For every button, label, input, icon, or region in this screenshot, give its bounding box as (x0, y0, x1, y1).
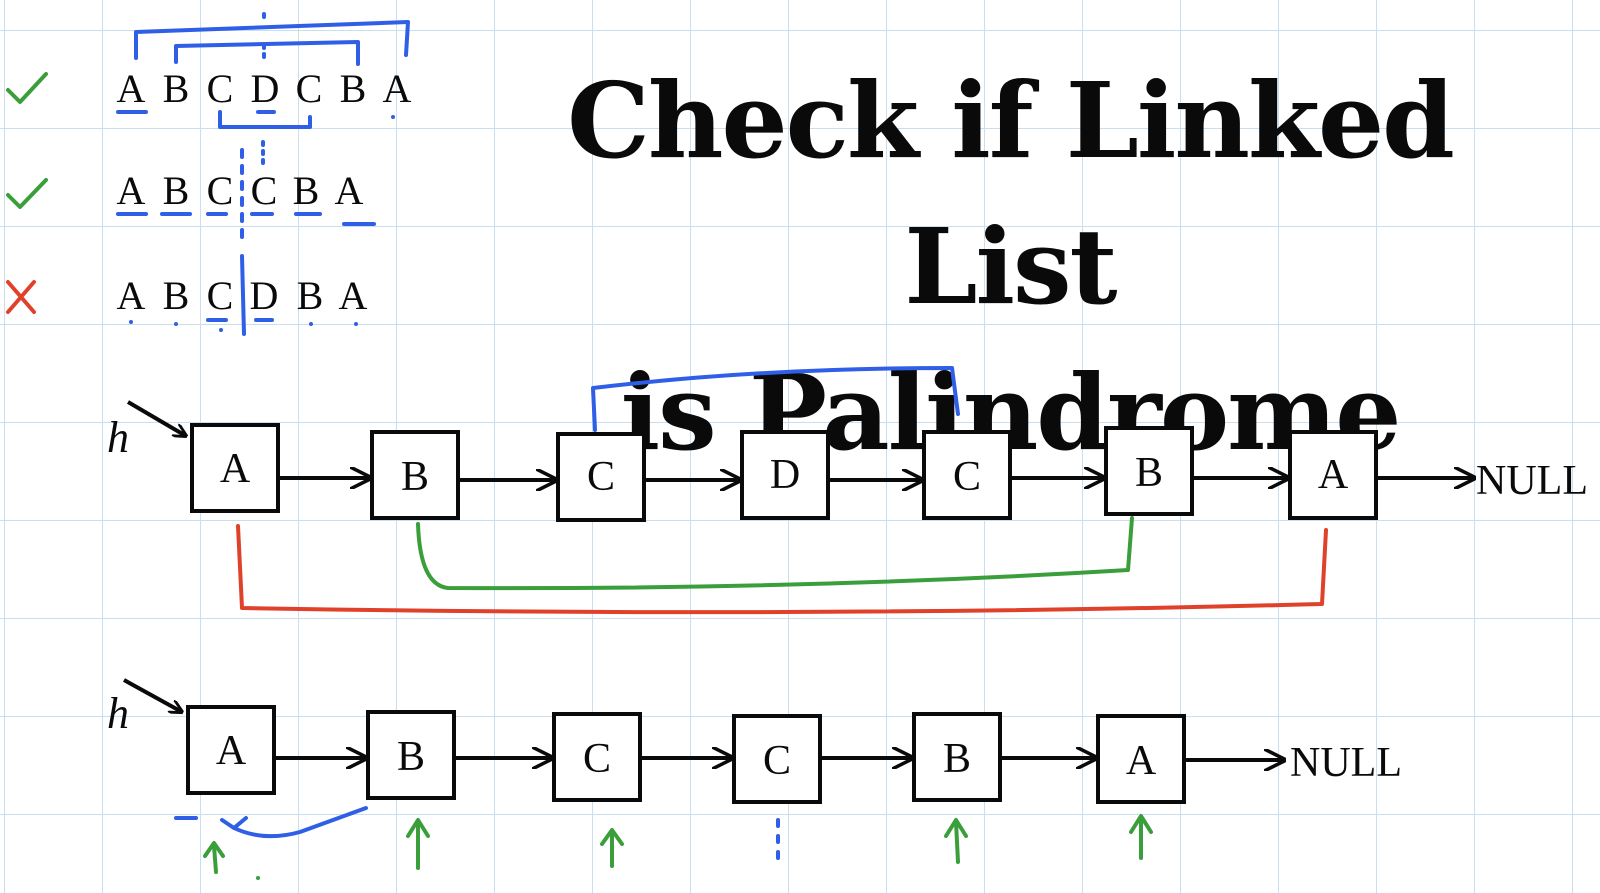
example-letter: A (117, 66, 146, 111)
example-letter: B (297, 273, 324, 318)
example-letter: A (335, 168, 364, 213)
head-pointer-arrow (126, 400, 186, 436)
blue-scribble (174, 806, 368, 839)
example-letter: A (117, 168, 146, 213)
head-label: h (107, 413, 129, 462)
list-node (922, 430, 1012, 520)
node-value: A (1318, 452, 1349, 498)
up-arrow-icon (944, 818, 968, 864)
up-arrow-icon (406, 818, 430, 870)
example-letter: C (207, 66, 234, 111)
node-value: C (587, 454, 615, 500)
up-arrow-icon (1129, 814, 1153, 860)
example-letter: B (340, 66, 367, 111)
example-row-3: A B C D B A (117, 273, 368, 318)
check-icon (6, 72, 48, 104)
page-title: Check if Linked List is Palindrome (470, 48, 1550, 486)
head-label: h (107, 689, 129, 738)
node-value: C (763, 738, 791, 784)
example-letter: C (251, 168, 278, 213)
node-value: C (953, 454, 981, 500)
node-value: B (943, 736, 971, 782)
example-row-1-annotations (116, 12, 410, 129)
node-value: A (216, 728, 247, 774)
example-letter: B (163, 168, 190, 213)
head-pointer-arrow (123, 678, 182, 712)
example-row-2-annotations (116, 140, 376, 240)
compare-bracket-green (416, 516, 1134, 591)
null-terminator: NULL (1290, 740, 1402, 786)
example-letter: C (207, 168, 234, 213)
example-letter: D (251, 66, 280, 111)
cross-icon (6, 280, 36, 314)
list-node (190, 423, 280, 513)
node-value: A (1126, 738, 1157, 784)
null-terminator: NULL (1476, 458, 1588, 504)
list-node (1104, 426, 1194, 516)
up-arrow-icon (600, 828, 624, 868)
example-row-3-annotations (129, 254, 358, 336)
node-value: B (401, 454, 429, 500)
compare-bracket-blue (591, 366, 960, 432)
example-row-2: A B C C B A (117, 168, 364, 213)
compare-bracket-red (236, 524, 1328, 615)
example-letter: B (293, 168, 320, 213)
check-icon (6, 178, 48, 209)
list-node (1288, 430, 1378, 520)
example-letter: C (296, 66, 323, 111)
example-letter: B (163, 66, 190, 111)
up-arrow-icon (203, 841, 225, 874)
list-node (366, 710, 456, 800)
title-line-1: Check if Linked List (567, 59, 1455, 328)
node-value: B (1135, 450, 1163, 496)
linked-list-1: h A B C D C B A (107, 366, 1588, 615)
list-node (732, 714, 822, 804)
example-row-1: A B C D C B A (117, 66, 412, 111)
node-value: C (583, 736, 611, 782)
example-letter: D (250, 273, 279, 318)
example-letter: C (207, 273, 234, 318)
example-letter: A (117, 273, 146, 318)
linked-list-2: h A B C C B A NULL (107, 678, 1402, 880)
example-letter: A (383, 66, 412, 111)
node-value: D (770, 452, 800, 498)
example-letter: A (339, 273, 368, 318)
examples-panel: A B C D C B A A B C C B A (6, 12, 412, 336)
green-dot (256, 876, 260, 880)
list-node (740, 430, 830, 520)
node-value: A (220, 446, 251, 492)
node-value: B (397, 734, 425, 780)
example-letter: B (163, 273, 190, 318)
list-node (186, 705, 276, 795)
